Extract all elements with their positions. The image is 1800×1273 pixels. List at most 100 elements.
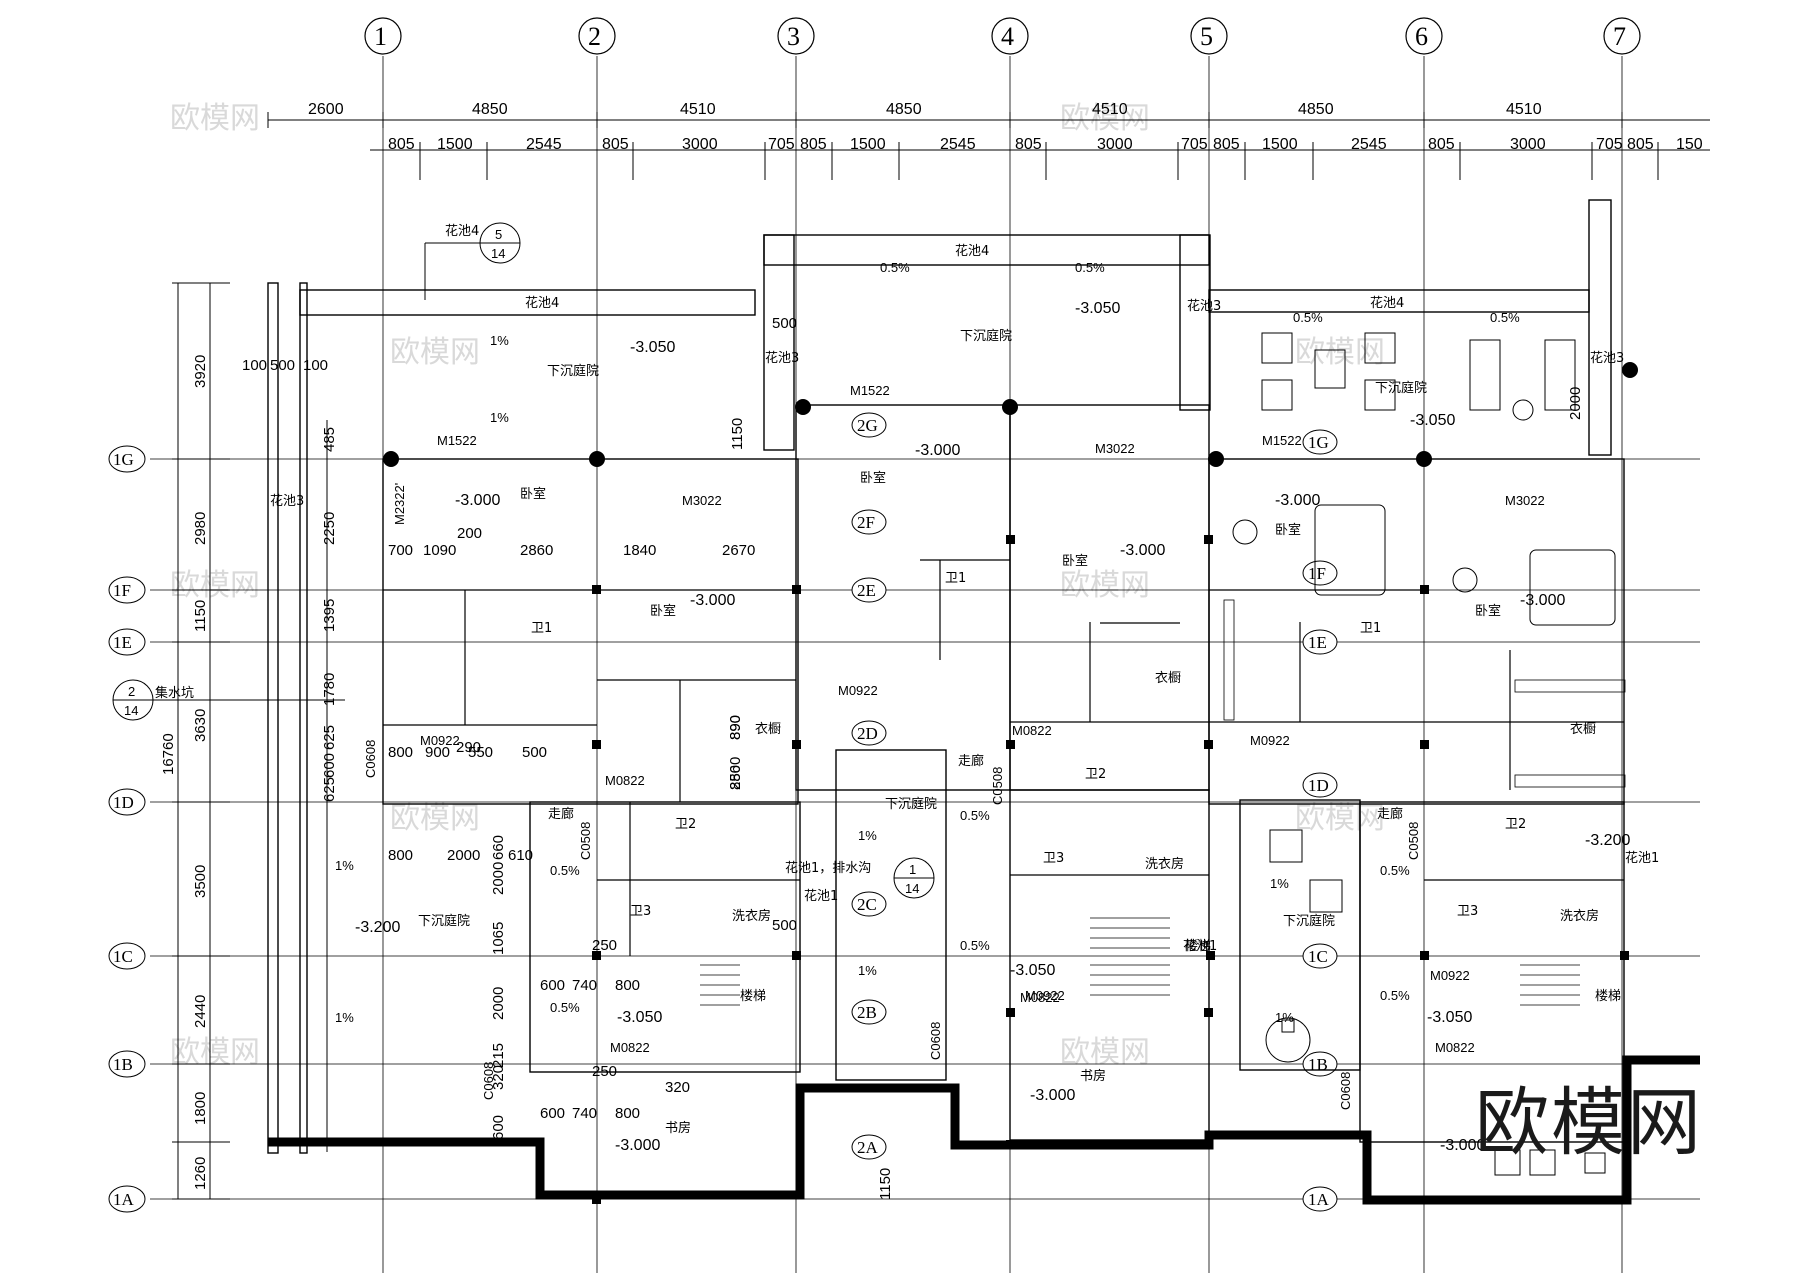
svg-text:1G: 1G — [113, 450, 134, 469]
dim-top-major: 4850 — [1298, 101, 1334, 118]
label-stair: 楼梯 — [1595, 989, 1621, 1004]
slope-marks: 1% 1% 1% 1% 1% 1% 1% 1% 0.5% 0.5% 0.5% 0… — [335, 260, 1520, 1025]
label-sunken-yard: 下沉庭院 — [1283, 913, 1335, 929]
label-bedroom: 卧室 — [1275, 522, 1301, 538]
elevation-label: -3.000 — [1030, 1087, 1075, 1104]
svg-text:2E: 2E — [857, 581, 876, 600]
room-labels: 花池4 花池4 花池4 花池4 花池3 花池3 花池3 花池3 花池1 花池1 … — [155, 223, 1659, 1136]
door-tag: M1522 — [1262, 433, 1302, 448]
slope-label: 0.5% — [960, 938, 990, 953]
closet-hatch — [1223, 599, 1626, 788]
dim-top-minor: 705 — [768, 136, 795, 153]
watermark-text: 欧模网 — [1295, 335, 1385, 370]
dim-top-minor: 805 — [1213, 136, 1240, 153]
label-planter: 花池3 — [1187, 298, 1221, 314]
svg-text:500: 500 — [772, 315, 797, 332]
axis-bubble-2B: 2B — [851, 999, 887, 1025]
watermark-text: 欧模网 — [390, 801, 480, 836]
furniture — [1232, 332, 1616, 1176]
svg-text:1B: 1B — [113, 1055, 133, 1074]
axis-bubble-2: 2 — [578, 17, 616, 55]
label-laundry: 洗衣房 — [1145, 856, 1184, 872]
brand-logo: 欧模网 — [1475, 1080, 1703, 1166]
dim-left-outer: 2440 — [192, 995, 209, 1028]
label-closet: 衣橱 — [1570, 721, 1596, 737]
dim-top-minor: 805 — [1428, 136, 1455, 153]
dim-left-total: 16760 — [160, 733, 177, 775]
window-tag: C0508 — [990, 767, 1005, 805]
svg-text:2G: 2G — [857, 416, 878, 435]
label-bath: 卫2 — [675, 817, 696, 832]
column-grid-lines — [382, 56, 1623, 1273]
label-sunken-yard: 下沉庭院 — [547, 363, 599, 379]
label-planter: 花池4 — [955, 243, 989, 259]
slope-label: 1% — [335, 1010, 354, 1025]
svg-text:600: 600 — [490, 1115, 507, 1140]
svg-text:1090: 1090 — [423, 542, 456, 559]
watermark-text: 欧模网 — [390, 335, 480, 370]
door-tag: M0822 — [1435, 1040, 1475, 1055]
svg-text:2860: 2860 — [727, 757, 744, 790]
elevation-label: -3.050 — [617, 1009, 662, 1026]
door-tag: M1522 — [437, 433, 477, 448]
door-tag: M0822 — [1012, 723, 1052, 738]
axis-bubble-2D: 2D — [851, 720, 887, 746]
misc-dimensions: 100 500 100 700 1090 200 2860 1840 2670 … — [242, 315, 1584, 1200]
axis-bubble-2C: 2C — [851, 891, 887, 917]
svg-text:215: 215 — [490, 1043, 507, 1068]
label-bedroom: 卧室 — [1062, 553, 1088, 569]
svg-text:1C: 1C — [1308, 947, 1328, 966]
svg-text:1D: 1D — [1308, 776, 1329, 795]
window-tag: C0608 — [481, 1062, 496, 1100]
label-study: 书房 — [665, 1120, 691, 1136]
slope-label: 0.5% — [880, 260, 910, 275]
svg-text:500: 500 — [772, 917, 797, 934]
svg-text:1B: 1B — [1308, 1055, 1328, 1074]
elevation-label: -3.050 — [630, 339, 675, 356]
axis-bubble-1G-inner: 1G — [1302, 429, 1338, 455]
dim-top-minor: 3000 — [1510, 136, 1546, 153]
slope-label: 0.5% — [1380, 863, 1410, 878]
slope-label: 0.5% — [1293, 310, 1323, 325]
label-planter: 花池1 — [1183, 938, 1217, 954]
label-bedroom: 卧室 — [860, 470, 886, 486]
label-bath: 卫1 — [1360, 621, 1381, 636]
door-tag: M3022 — [1095, 441, 1135, 456]
label-stair: 楼梯 — [1185, 939, 1211, 954]
label-sunken-yard: 下沉庭院 — [418, 913, 470, 929]
axis-bubble-1: 1 — [364, 17, 402, 55]
axis-bubble-1E-inner: 1E — [1302, 629, 1338, 655]
svg-text:2A: 2A — [857, 1138, 879, 1157]
svg-text:2B: 2B — [857, 1003, 877, 1022]
window-tag: C0508 — [1406, 822, 1421, 860]
axis-bubble-1F-inner: 1F — [1302, 560, 1338, 586]
svg-text:3: 3 — [787, 22, 800, 51]
svg-text:600: 600 — [540, 1105, 565, 1122]
elevation-label: -3.050 — [1427, 1009, 1472, 1026]
svg-text:320: 320 — [665, 1079, 690, 1096]
axis-bubble-1A-inner: 1A — [1302, 1186, 1338, 1212]
label-sump: 集水坑 — [155, 685, 194, 701]
svg-text:2: 2 — [588, 22, 601, 51]
svg-text:1C: 1C — [113, 947, 133, 966]
elevation-label: -3.000 — [1120, 542, 1165, 559]
svg-text:1A: 1A — [1308, 1190, 1330, 1209]
svg-text:2670: 2670 — [722, 542, 755, 559]
svg-text:800: 800 — [388, 847, 413, 864]
svg-text:610: 610 — [508, 847, 533, 864]
svg-text:740: 740 — [572, 1105, 597, 1122]
svg-text:1E: 1E — [113, 633, 132, 652]
elevation-label: -3.200 — [1585, 832, 1630, 849]
window-tag: C0608 — [928, 1022, 943, 1060]
svg-text:290: 290 — [456, 739, 481, 756]
interior-partitions — [383, 559, 1624, 956]
foundation-outline — [268, 1055, 1700, 1205]
dim-top-minor: 805 — [1015, 136, 1042, 153]
slope-label: 0.5% — [1075, 260, 1105, 275]
dim-top-major: 4510 — [1506, 101, 1542, 118]
structural-columns — [383, 362, 1638, 1204]
axis-bubble-4: 4 — [991, 17, 1029, 55]
elevation-label: -3.000 — [615, 1137, 660, 1154]
svg-text:1E: 1E — [1308, 633, 1327, 652]
